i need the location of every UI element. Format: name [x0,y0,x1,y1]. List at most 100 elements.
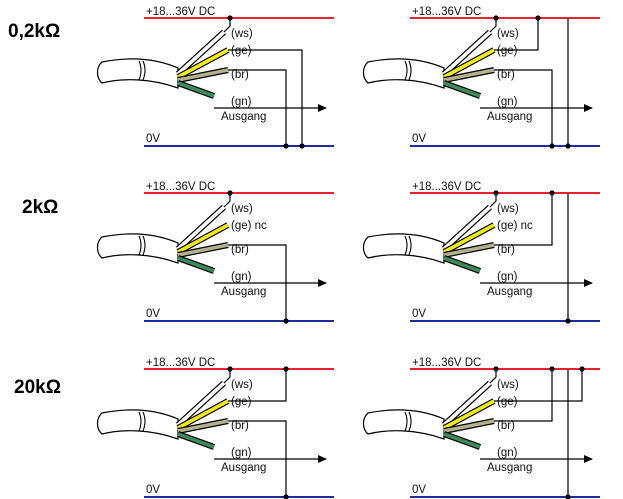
junction-dot [565,318,571,324]
label-br: (br) [497,69,515,81]
output-label: Ausgang [487,111,532,123]
junction-dot [227,15,233,21]
yellow-conductor [494,369,583,402]
yellow-conductor [228,49,303,146]
yellow-conductor [494,18,539,51]
junction-dot [579,366,585,372]
wire-brown [177,243,229,257]
wire-green [443,432,481,449]
brown-conductor [494,69,553,146]
label-gn: (gn) [497,96,518,108]
wire-yellow [177,399,229,430]
white-to-supply [489,369,497,384]
ground-label: 0V [146,484,160,496]
output-label: Ausgang [221,462,266,474]
cable-jacket [96,409,179,440]
wire-white [442,30,492,76]
brown-conductor [228,244,287,321]
wire-white [176,381,226,427]
wiring-panel-3: +18...36V DC 0V (ws) (ge) nc (br) (gn) Ausgang [96,181,334,324]
wire-yellow [443,223,495,254]
cable-section-mark [138,235,146,256]
white-to-supply [223,18,231,33]
label-ws: (ws) [497,379,519,391]
supply-label: +18...36V DC [412,181,481,193]
junction-dot [299,143,305,149]
supply-label: +18...36V DC [146,6,215,18]
cable-jacket [362,58,445,89]
label-ge: (ge) [497,45,518,57]
wiring-panel-2: +18...36V DC 0V (ws) (ge) (br) (gn) Ausgang [362,6,600,149]
white-to-supply [489,18,497,33]
junction-dot [493,190,499,196]
label-ws: (ws) [497,203,519,215]
wire-green [177,256,215,273]
cable-jacket [362,409,445,440]
output-label: Ausgang [221,286,266,298]
wire-yellow [177,223,229,254]
cable-section-mark [404,235,412,256]
supply-label: +18...36V DC [146,181,215,193]
wire-green [443,256,481,273]
wire-yellow [443,399,495,430]
white-to-supply [223,193,231,208]
ground-label: 0V [412,484,426,496]
label-gn: (gn) [497,447,518,459]
row-label-20k: 20kΩ [14,377,61,398]
output-label: Ausgang [487,462,532,474]
junction-dot [283,318,289,324]
cable-jacket [362,233,445,264]
label-br: (br) [231,69,249,81]
wire-yellow [177,48,229,79]
supply-label: +18...36V DC [412,6,481,18]
label-gn: (gn) [231,96,252,108]
ground-label: 0V [412,308,426,320]
cable-section-mark [404,60,412,81]
wire-brown [177,68,229,82]
junction-dot [549,190,555,196]
ground-label: 0V [146,308,160,320]
output-label: Ausgang [487,286,532,298]
label-ws: (ws) [231,379,253,391]
row-label-2k: 2kΩ [22,197,58,218]
label-ge: (ge) [231,396,252,408]
junction-dot [535,15,541,21]
wire-white [442,381,492,427]
cable-jacket [96,233,179,264]
ground-label: 0V [146,133,160,145]
label-br: (br) [497,244,515,256]
junction-dot [283,366,289,372]
junction-dot [565,494,571,499]
wire-green [177,432,215,449]
supply-label: +18...36V DC [146,357,215,369]
label-gn: (gn) [231,271,252,283]
label-ge: (ge) [497,396,518,408]
junction-dot [227,366,233,372]
label-ws: (ws) [231,203,253,215]
brown-conductor [228,69,287,146]
label-ge: (ge) nc [231,220,267,232]
junction-dot [227,190,233,196]
wire-brown [443,68,495,82]
label-br: (br) [231,244,249,256]
cable-section-mark [404,411,412,432]
label-ws: (ws) [497,28,519,40]
white-to-supply [489,193,497,208]
label-ws: (ws) [231,28,253,40]
junction-dot [493,15,499,21]
white-to-supply [223,369,231,384]
label-ge: (ge) nc [497,220,533,232]
junction-dot [283,143,289,149]
wire-yellow [443,48,495,79]
junction-dot [493,366,499,372]
yellow-conductor [228,369,287,402]
wire-brown [443,419,495,433]
ground-label: 0V [412,133,426,145]
output-label: Ausgang [221,111,266,123]
junction-dot [283,494,289,499]
brown-conductor [494,193,553,246]
